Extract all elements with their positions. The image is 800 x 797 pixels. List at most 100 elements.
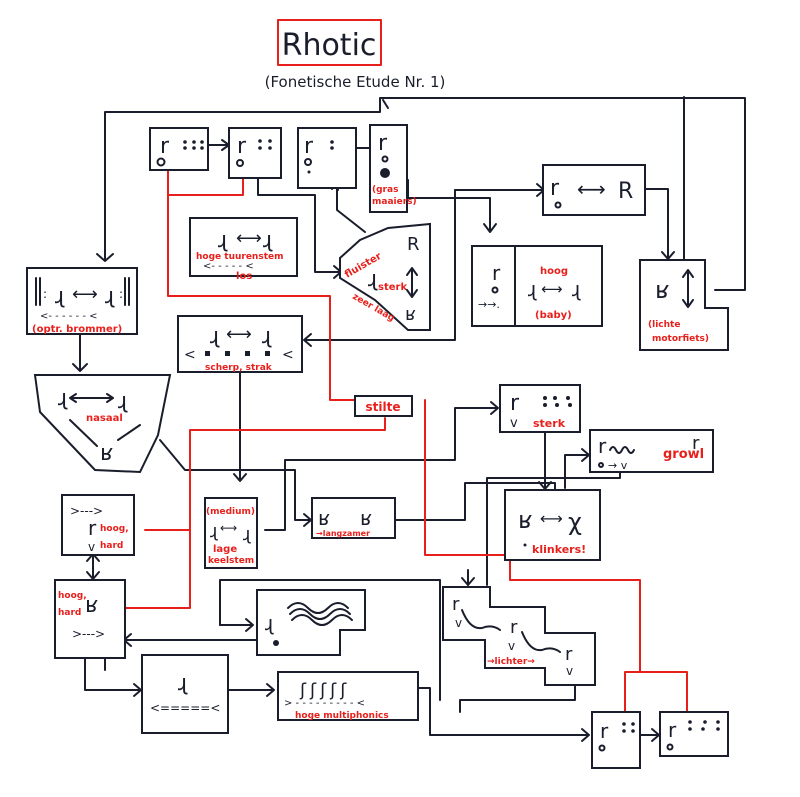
dots-marker	[258, 139, 272, 150]
node-r-dots-3[interactable]: r	[297, 127, 357, 189]
node-scherp-strak[interactable]: ɻ ⟷ ɻ < < scherp, strak	[177, 315, 303, 373]
annotation: →lichter→	[487, 657, 535, 667]
svg-text:ɻ: ɻ	[265, 611, 274, 635]
svg-text:r: r	[452, 594, 460, 615]
node-medium[interactable]: (medium) ɻ ⟷ ɻ lage keelstem	[204, 497, 258, 569]
vertical-double-arrow	[682, 269, 694, 308]
annotation: klinkers!	[532, 543, 586, 556]
connector-line	[84, 657, 141, 691]
annotation: nasaal	[86, 413, 123, 424]
node-r-dots-1[interactable]: r	[149, 127, 209, 171]
svg-text:ɻ: ɻ	[118, 389, 128, 414]
svg-text:r: r	[510, 617, 518, 638]
annotation: motorfiets)	[652, 334, 709, 344]
red-line	[124, 417, 386, 609]
annotation: sterk	[533, 417, 566, 430]
node-r-R[interactable]: r ⟷ R	[542, 164, 646, 216]
svg-text::: :	[119, 287, 123, 301]
node-nasaal[interactable]: ɻ ɻ nasaal ʁ	[33, 374, 172, 474]
svg-text:ʁ: ʁ	[318, 506, 330, 530]
double-arrow-icon: ⟷	[220, 521, 237, 535]
node-motorfiets[interactable]: ʁ (lichte motorfiets)	[639, 259, 729, 351]
annotation: keelstem	[208, 556, 254, 566]
svg-text:r: r	[598, 434, 607, 458]
red-connectors	[124, 159, 688, 713]
node-r-hoog-hard[interactable]: >---> r v hoog, hard	[61, 494, 135, 556]
svg-text:R: R	[618, 179, 633, 204]
node-r-gras[interactable]: r (gras maaiers)	[369, 124, 417, 213]
connector-line	[257, 177, 341, 273]
connector-line	[219, 579, 441, 701]
node-r-baby[interactable]: r →→. hoog ɻ ⟷ ɻ (baby)	[471, 245, 603, 327]
svg-text:ɻ: ɻ	[262, 324, 272, 349]
node-R-hoog-hard[interactable]: hoog, hard ʁ >--->	[54, 579, 126, 659]
node-growl[interactable]: r → v growl r	[589, 429, 714, 473]
r-symbol: r	[160, 134, 170, 159]
title-block: Rhotic (Fonetische Etude Nr. 1)	[265, 19, 446, 91]
node-multifonen[interactable]: ʃʃʃʃʃ > - - - - - - - - - < hoge multiph…	[277, 671, 419, 721]
svg-text:χ: χ	[568, 508, 582, 536]
annotation: hard	[100, 541, 123, 551]
double-arrow-icon: ⟷	[541, 280, 563, 298]
double-arrow-icon: ⟷	[236, 228, 262, 249]
svg-text:ʃʃʃʃʃ: ʃʃʃʃʃ	[299, 680, 350, 701]
wave-lines	[287, 602, 353, 626]
svg-text:r: r	[600, 719, 609, 743]
node-ruis[interactable]: ɻ <=====<	[141, 654, 229, 734]
node-lichter[interactable]: r v r v r v →lichter→	[442, 586, 596, 686]
svg-text:v: v	[88, 540, 95, 554]
svg-text:ɻ: ɻ	[58, 386, 68, 411]
node-fluister[interactable]: ɻ R ʁ fluister sterk zeer laag	[339, 222, 431, 331]
node-stilte[interactable]: stilte	[354, 395, 413, 417]
arrowhead	[483, 223, 497, 233]
node-golven[interactable]: ɻ	[256, 589, 366, 656]
dots-marker	[622, 722, 635, 733]
annotation: scherp, strak	[205, 363, 273, 373]
red-line	[167, 177, 244, 196]
annotation: maaiers)	[372, 197, 417, 207]
svg-text:ʁ: ʁ	[405, 304, 416, 325]
annotation: hard	[58, 608, 81, 618]
red-line	[424, 399, 641, 646]
node-klinkers[interactable]: ʁ ⟷ χ klinkers!	[504, 489, 601, 561]
arrowhead	[233, 473, 247, 482]
svg-text:r: r	[510, 391, 520, 416]
svg-text:ʁ: ʁ	[518, 506, 532, 534]
svg-text:ɻ: ɻ	[368, 267, 378, 292]
svg-text:<: <	[282, 347, 294, 363]
r-symbol: r	[378, 131, 388, 156]
dashed-arrow: <- - - - - <	[203, 261, 254, 272]
arrowhead	[461, 577, 475, 586]
svg-text:<=====<: <=====<	[150, 701, 220, 715]
svg-text:ɻ: ɻ	[210, 324, 220, 349]
arrowhead	[382, 99, 389, 109]
connector-line	[486, 472, 621, 586]
dashed-arrow: <- - - - - - <	[40, 311, 97, 322]
double-arrow-icon: ⟷	[577, 177, 606, 201]
node-r-end-2[interactable]: r	[659, 711, 729, 757]
svg-text:r: r	[88, 516, 97, 540]
node-r-sterk[interactable]: r v sterk	[499, 384, 581, 433]
diagonal-arrows	[69, 419, 141, 447]
node-langzamer[interactable]: ʁ ʁ →langzamer	[311, 497, 396, 539]
node-brommer[interactable]: : ɻ ⟷ ɻ : <- - - - - - < (optr. brommer)	[26, 267, 138, 335]
annotation: los	[236, 271, 252, 282]
svg-text:v: v	[455, 616, 462, 630]
svg-text:ʁ: ʁ	[100, 441, 113, 466]
dots-marker	[543, 396, 572, 407]
annotation: growl	[663, 447, 704, 462]
node-r-end-1[interactable]: r	[591, 711, 641, 769]
subtitle: (Fonetische Etude Nr. 1)	[265, 73, 446, 91]
voiceless-circle	[304, 158, 312, 166]
filled-dot	[380, 168, 390, 178]
node-r-dots-2[interactable]: r	[228, 127, 282, 179]
node-hoge-tuurenstem[interactable]: ɻ ⟷ ɻ hoge tuurenstem <- - - - - < los	[189, 217, 298, 282]
r-symbol: r	[237, 134, 247, 159]
vertical-double-arrow	[406, 267, 418, 298]
svg-text:v: v	[508, 639, 515, 653]
svg-text:r: r	[565, 644, 573, 665]
svg-text:ɻ: ɻ	[210, 521, 218, 542]
arrowhead	[581, 728, 590, 742]
annotation: hoog,	[58, 591, 87, 601]
svg-text:ʁ: ʁ	[85, 593, 98, 618]
